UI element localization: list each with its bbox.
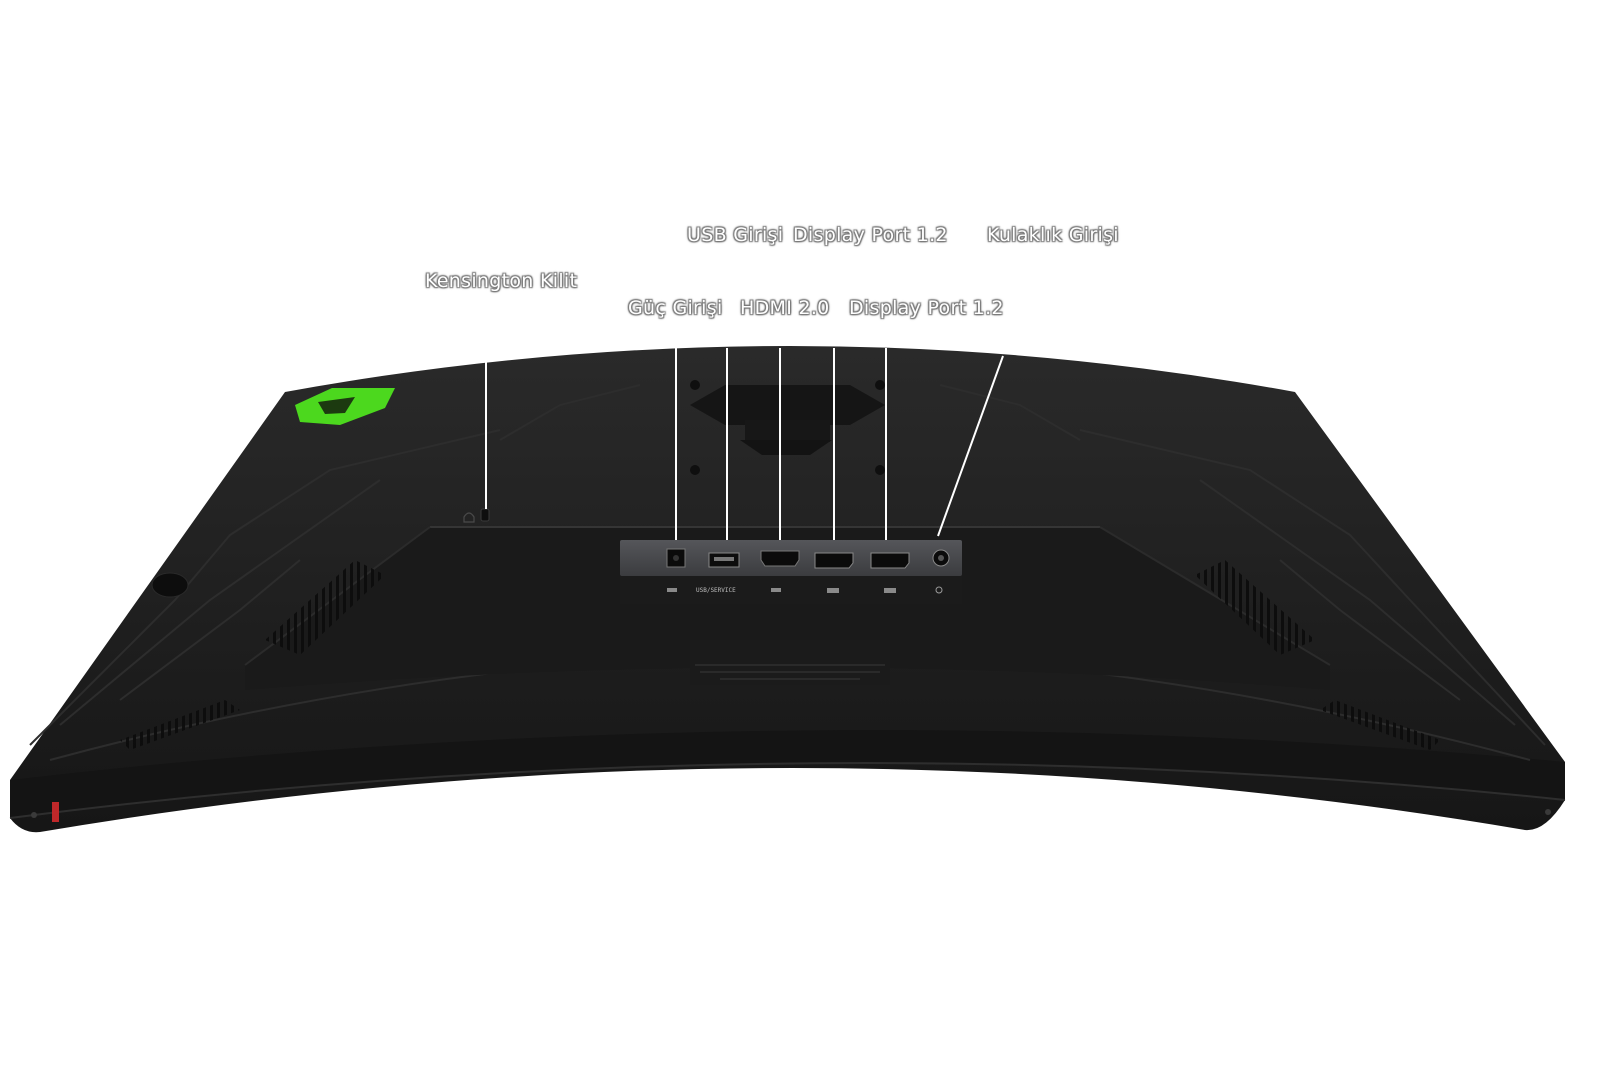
- red-accent: [52, 802, 59, 822]
- label-plate: [690, 640, 890, 685]
- hdmi-port: [760, 550, 800, 567]
- lock-icon: [463, 508, 490, 523]
- displayport-1: [814, 552, 854, 569]
- callout-power: Güç Girişi: [628, 297, 723, 319]
- vent-right-lower: [1320, 700, 1440, 750]
- usb-port-label: USB/SERVICE: [696, 587, 736, 594]
- callout-hdmi: HDMI 2.0: [740, 297, 830, 319]
- vesa-mount: [690, 380, 885, 475]
- vent-left-lower: [120, 700, 240, 750]
- callout-kensington: Kensington Kilit: [425, 270, 578, 292]
- monster-logo-icon: [295, 388, 395, 425]
- callout-usb: USB Girişi: [687, 224, 784, 246]
- displayport-2: [870, 552, 910, 569]
- callout-displayport-top: Display Port 1.2: [793, 224, 948, 246]
- vent-right-upper: [1195, 560, 1315, 655]
- callout-displayport-bottom: Display Port 1.2: [849, 297, 1004, 319]
- leader-lines: [485, 300, 1004, 540]
- io-panel: USB/SERVICE: [620, 540, 962, 604]
- bottom-edge: [10, 730, 1565, 818]
- center-recess: [245, 527, 1330, 690]
- vent-left-upper: [265, 560, 385, 655]
- callout-headphone: Kulaklık Girişi: [987, 224, 1119, 246]
- side-joystick: [151, 572, 189, 598]
